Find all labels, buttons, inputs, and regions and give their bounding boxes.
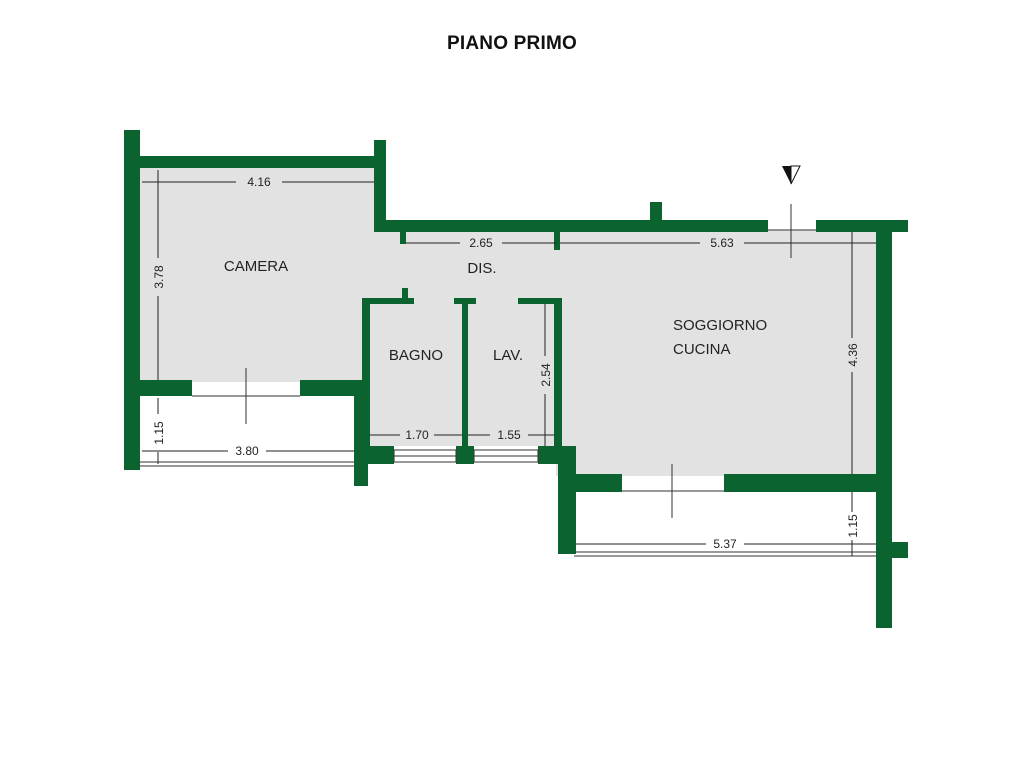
room-label-soggiorno: SOGGIORNO (673, 317, 767, 334)
windows (192, 229, 816, 492)
balconies (140, 461, 876, 557)
dim-bagno-width: 1.70 (405, 428, 429, 442)
dim-camera-width: 4.16 (247, 175, 271, 189)
room-labels: CAMERA DIS. BAGNO LAV. SOGGIORNO CUCINA (224, 258, 767, 364)
dim-camera-depth: 3.78 (152, 265, 166, 289)
dis-floor-left (360, 230, 376, 300)
dim-balcony-left-width: 3.80 (235, 444, 259, 458)
room-label-dis: DIS. (467, 260, 496, 277)
plan-title: PIANO PRIMO (447, 33, 577, 54)
dim-soggiorno-depth: 4.36 (846, 343, 860, 367)
dim-lav-depth: 2.54 (539, 363, 553, 387)
floor-areas (140, 168, 876, 476)
room-label-camera: CAMERA (224, 258, 288, 275)
soggiorno-floor (556, 230, 876, 476)
lav-floor (468, 300, 556, 446)
dimension-lines (142, 170, 876, 556)
bagno-floor (370, 300, 462, 446)
dim-balcony-right-depth: 1.15 (846, 514, 860, 538)
room-label-bagno: BAGNO (389, 347, 443, 364)
dim-dis-width: 2.65 (469, 236, 493, 250)
dim-soggiorno-width: 5.63 (710, 236, 734, 250)
room-label-lav: LAV. (493, 347, 523, 364)
dim-lav-width: 1.55 (497, 428, 521, 442)
camera-floor (140, 168, 376, 382)
dim-balcony-left-depth: 1.15 (152, 421, 166, 445)
opening-marks (245, 204, 792, 518)
room-label-cucina: CUCINA (673, 341, 731, 358)
dim-balcony-right-width: 5.37 (713, 537, 737, 551)
dimension-labels: 4.16 3.78 1.15 3.80 2.65 5.63 4.36 2.54 … (152, 175, 860, 551)
entrance-triangle-icon (782, 165, 801, 185)
walls (124, 130, 908, 628)
